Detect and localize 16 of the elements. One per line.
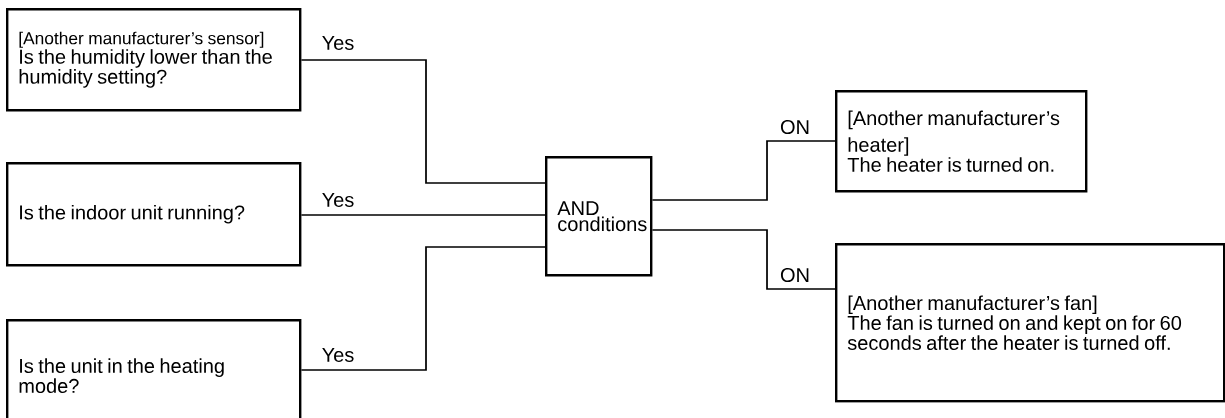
connector-line	[300, 214, 546, 216]
edge-label: ON	[780, 267, 809, 283]
edge-label: Yes	[322, 348, 354, 362]
connector-line	[651, 140, 836, 201]
output-box: [Another manufacturer’s fan] The fan is turned on and kept on for 60 seconds after the heater is turned off.	[835, 243, 1225, 403]
condition-box: Is the unit in the heating mode?	[6, 319, 302, 418]
condition-box: Is the indoor unit running?	[6, 162, 302, 267]
edge-label: ON	[780, 119, 809, 135]
connector-line	[300, 59, 546, 184]
output-box: [Another manufacturer’s heater] The heater is turned on.	[835, 90, 1088, 193]
edge-label: Yes	[322, 193, 354, 207]
logic-gate-box: AND conditions	[545, 156, 653, 277]
connector-line	[651, 229, 836, 290]
connector-line	[300, 246, 546, 371]
edge-label: Yes	[322, 36, 354, 50]
condition-box: [Another manufacturer’s sensor] Is the humidity lower than the humidity setting?	[6, 8, 302, 112]
